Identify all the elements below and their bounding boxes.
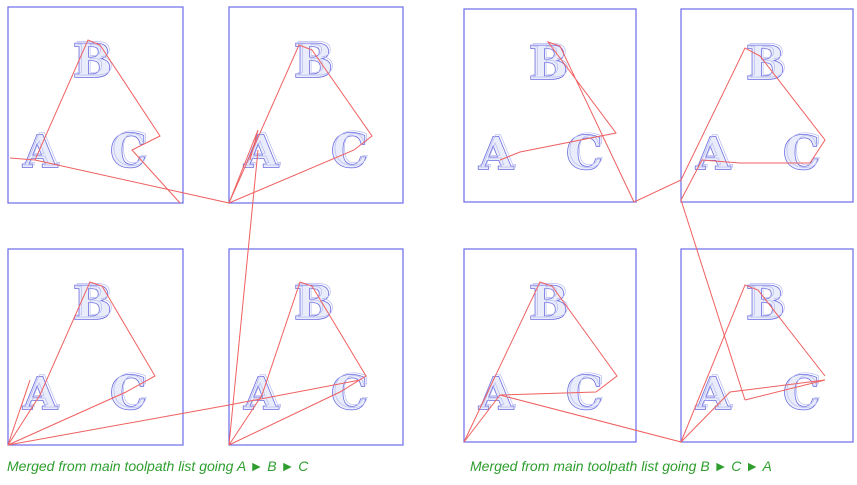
- letter-c-inner-offset: C: [785, 124, 822, 178]
- toolpath-right-panel-1: [499, 41, 635, 203]
- toolpath-right-link: [633, 47, 826, 203]
- letter-c-inner-offset: C: [333, 122, 370, 176]
- letter-b-outline: B: [529, 276, 568, 330]
- letter-b-inner-offset: B: [748, 34, 787, 88]
- panel-border: [463, 8, 637, 203]
- letter-b-inner-offset: B: [296, 32, 335, 86]
- toolpath-left-panel-4: [228, 281, 367, 446]
- toolpath-right-drop: [680, 199, 746, 401]
- toolpath-left-panel-2-a: [228, 129, 259, 204]
- letter-a-inner-offset: A: [24, 125, 60, 176]
- letter-b-inner-offset: B: [75, 274, 114, 328]
- letter-c-inner-offset: C: [112, 122, 149, 176]
- letter-c-inner-offset: C: [568, 364, 605, 418]
- toolpath-right-panel-3-b: [499, 284, 826, 443]
- panel-border: [463, 248, 637, 443]
- letter-a-inner-offset: A: [697, 367, 733, 418]
- letter-c-outline: C: [566, 126, 603, 180]
- panel-border: [228, 6, 404, 204]
- letter-b-outline: B: [746, 276, 785, 330]
- letter-b-outline: B: [73, 34, 112, 88]
- letter-c-outline: C: [110, 124, 147, 178]
- letter-c-outline: C: [331, 366, 368, 420]
- letter-b-outline: B: [746, 36, 785, 90]
- panel-border: [7, 248, 184, 446]
- letter-c-inner-offset: C: [112, 364, 149, 418]
- letter-a-inner-offset: A: [697, 127, 733, 178]
- letter-b-inner-offset: B: [75, 32, 114, 86]
- panel-border: [7, 6, 184, 204]
- letter-a-outline: A: [243, 369, 279, 420]
- letter-b-outline: B: [529, 36, 568, 90]
- letter-a-outline: A: [695, 369, 731, 420]
- letter-c-outline: C: [110, 366, 147, 420]
- caption-abc-order: Merged from main toolpath list going A ►…: [7, 458, 309, 474]
- letter-c-inner-offset: C: [785, 364, 822, 418]
- letter-c-inner-offset: C: [568, 124, 605, 178]
- letter-b-outline: B: [294, 276, 333, 330]
- letter-a-inner-offset: A: [480, 367, 516, 418]
- panel-border: [680, 8, 854, 203]
- toolpath-left-panel-3-b: [7, 379, 31, 446]
- letter-a-outline: A: [478, 129, 514, 180]
- letter-a-outline: A: [695, 129, 731, 180]
- toolpath-left-cross: [7, 379, 361, 446]
- letter-c-outline: C: [783, 366, 820, 420]
- letter-b-outline: B: [294, 34, 333, 88]
- toolpath-left-panel-3: [7, 281, 156, 446]
- toolpath-lines: [7, 39, 826, 446]
- letter-a-outline: A: [22, 127, 58, 178]
- letter-b-inner-offset: B: [531, 274, 570, 328]
- letter-b-inner-offset: B: [531, 34, 570, 88]
- letter-c-outline: C: [783, 126, 820, 180]
- toolpath-left-link-down: [228, 149, 259, 446]
- letter-a-outline: A: [478, 369, 514, 420]
- letter-a-inner-offset: A: [24, 367, 60, 418]
- letter-a-inner-offset: A: [245, 125, 281, 176]
- letter-c-outline: C: [331, 124, 368, 178]
- panel-border: [680, 248, 854, 443]
- panel-border: [228, 248, 404, 446]
- caption-bca-order: Merged from main toolpath list going B ►…: [470, 458, 772, 474]
- letter-b-outline: B: [73, 276, 112, 330]
- letter-a-outline: A: [243, 127, 279, 178]
- toolpath-right-panel-4: [680, 379, 826, 443]
- letter-a-inner-offset: A: [480, 127, 516, 178]
